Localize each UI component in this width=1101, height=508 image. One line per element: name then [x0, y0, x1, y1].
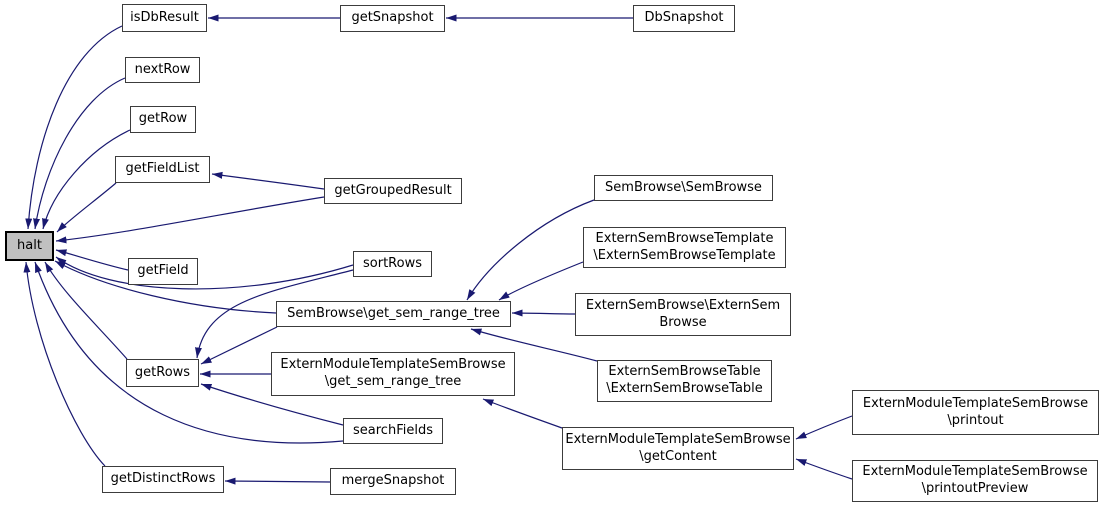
edge-sortRows-to-getRows [195, 269, 354, 359]
edge-EMT_printoutPreview-to-EMT_getContent [795, 458, 853, 480]
edge-isDbResult-to-halt [25, 25, 123, 230]
node-label: ExternSemBrowseTemplate [595, 230, 774, 246]
node-label: halt [17, 237, 42, 253]
edge-getField-to-halt [55, 249, 129, 271]
node-label: mergeSnapshot [341, 473, 445, 489]
edge-ExternSemBrowseTemplate-to-SemBrowse_get_sem_range_tree [498, 261, 584, 301]
node-label: getDistinctRows [110, 471, 216, 487]
node-label: getFieldList [125, 161, 200, 177]
graph-node-SemBrowse_get_sem_range_tree[interactable]: SemBrowse\get_sem_range_tree [276, 301, 511, 327]
graph-node-EMT_printout[interactable]: ExternModuleTemplateSemBrowse\printout [852, 390, 1099, 435]
edge-nextRow-to-halt [33, 77, 126, 230]
node-label: \ExternSemBrowseTemplate [593, 247, 776, 263]
node-label: SemBrowse\SemBrowse [605, 179, 762, 195]
edge-getDistinctRows-to-halt [23, 261, 106, 467]
edge-group [23, 14, 853, 485]
node-label: sortRows [363, 255, 422, 271]
node-label: searchFields [353, 422, 433, 438]
graph-node-isDbResult[interactable]: isDbResult [122, 4, 207, 32]
node-label: SemBrowse\get_sem_range_tree [287, 305, 500, 321]
graph-node-getField[interactable]: getField [128, 258, 198, 285]
graph-node-halt: halt [5, 231, 54, 261]
edge-mergeSnapshot-to-getDistinctRows [224, 477, 331, 485]
graph-node-getRows[interactable]: getRows [126, 359, 199, 387]
edge-EMT_printout-to-EMT_getContent [795, 415, 853, 440]
node-label: \getContent [639, 448, 717, 464]
node-label: ExternModuleTemplateSemBrowse [862, 395, 1089, 411]
edge-sortRows-to-halt [55, 256, 354, 290]
graph-node-sortRows[interactable]: sortRows [353, 251, 432, 277]
edge-SemBrowse_SemBrowse-to-SemBrowse_get_sem_range_tree [466, 199, 595, 301]
edge-SemBrowse_get_sem_range_tree-to-getRows [200, 326, 278, 365]
node-label: ExternModuleTemplateSemBrowse [565, 431, 791, 447]
graph-node-searchFields[interactable]: searchFields [343, 418, 443, 444]
graph-node-getSnapshot[interactable]: getSnapshot [340, 5, 445, 32]
edge-SemBrowse_get_sem_range_tree-to-halt [54, 260, 277, 314]
node-label: isDbResult [130, 9, 199, 25]
graph-node-getRow[interactable]: getRow [130, 106, 196, 133]
graph-node-mergeSnapshot[interactable]: mergeSnapshot [330, 468, 456, 495]
edge-EMT_getContent-to-EMT_get_sem_range_tree [482, 398, 563, 429]
edge-ExternSemBrowseTable-to-SemBrowse_get_sem_range_tree [470, 328, 598, 362]
node-label: getRow [138, 111, 188, 127]
node-label: getRows [134, 364, 191, 380]
graph-node-EMT_getContent[interactable]: ExternModuleTemplateSemBrowse\getContent [562, 427, 794, 470]
graph-node-getFieldList[interactable]: getFieldList [115, 156, 210, 183]
graph-node-DbSnapshot[interactable]: DbSnapshot [633, 5, 735, 32]
edge-getGroupedResult-to-getFieldList [211, 171, 325, 190]
graph-node-SemBrowse_SemBrowse[interactable]: SemBrowse\SemBrowse [594, 175, 773, 201]
node-label: Browse [659, 314, 707, 330]
graph-node-ExternSemBrowseTable[interactable]: ExternSemBrowseTable\ExternSemBrowseTabl… [597, 360, 772, 402]
node-label: getSnapshot [351, 10, 434, 26]
node-label: ExternSemBrowseTable [608, 364, 761, 380]
edge-ExternSemBrowse-to-SemBrowse_get_sem_range_tree [511, 309, 576, 317]
graph-node-EMT_printoutPreview[interactable]: ExternModuleTemplateSemBrowse\printoutPr… [852, 460, 1098, 502]
edge-getRows-to-halt [44, 261, 128, 360]
node-label: DbSnapshot [644, 10, 724, 26]
edge-getGroupedResult-to-halt [55, 196, 325, 244]
node-label: getField [137, 263, 189, 279]
edge-getFieldList-to-halt [56, 182, 117, 233]
edge-getRow-to-halt [42, 129, 131, 230]
node-label: ExternSemBrowse\ExternSem [585, 297, 781, 313]
node-label: \get_sem_range_tree [324, 374, 462, 389]
graph-node-getDistinctRows[interactable]: getDistinctRows [102, 466, 224, 493]
node-label: ExternModuleTemplateSemBrowse [862, 464, 1088, 480]
graph-node-getGroupedResult[interactable]: getGroupedResult [324, 178, 462, 204]
node-label: \printoutPreview [921, 481, 1029, 496]
graph-node-EMT_get_sem_range_tree[interactable]: ExternModuleTemplateSemBrowse\get_sem_ra… [271, 352, 515, 396]
node-label: \ExternSemBrowseTable [606, 381, 763, 396]
graph-node-nextRow[interactable]: nextRow [125, 57, 200, 83]
node-label: nextRow [134, 61, 191, 77]
node-label: getGroupedResult [334, 182, 452, 198]
node-label: \printout [947, 412, 1004, 428]
graph-node-ExternSemBrowseTemplate[interactable]: ExternSemBrowseTemplate\ExternSemBrowseT… [583, 227, 786, 268]
edge-searchFields-to-halt [34, 261, 344, 444]
node-label: ExternModuleTemplateSemBrowse [280, 357, 506, 373]
edge-searchFields-to-getRows [200, 383, 344, 426]
